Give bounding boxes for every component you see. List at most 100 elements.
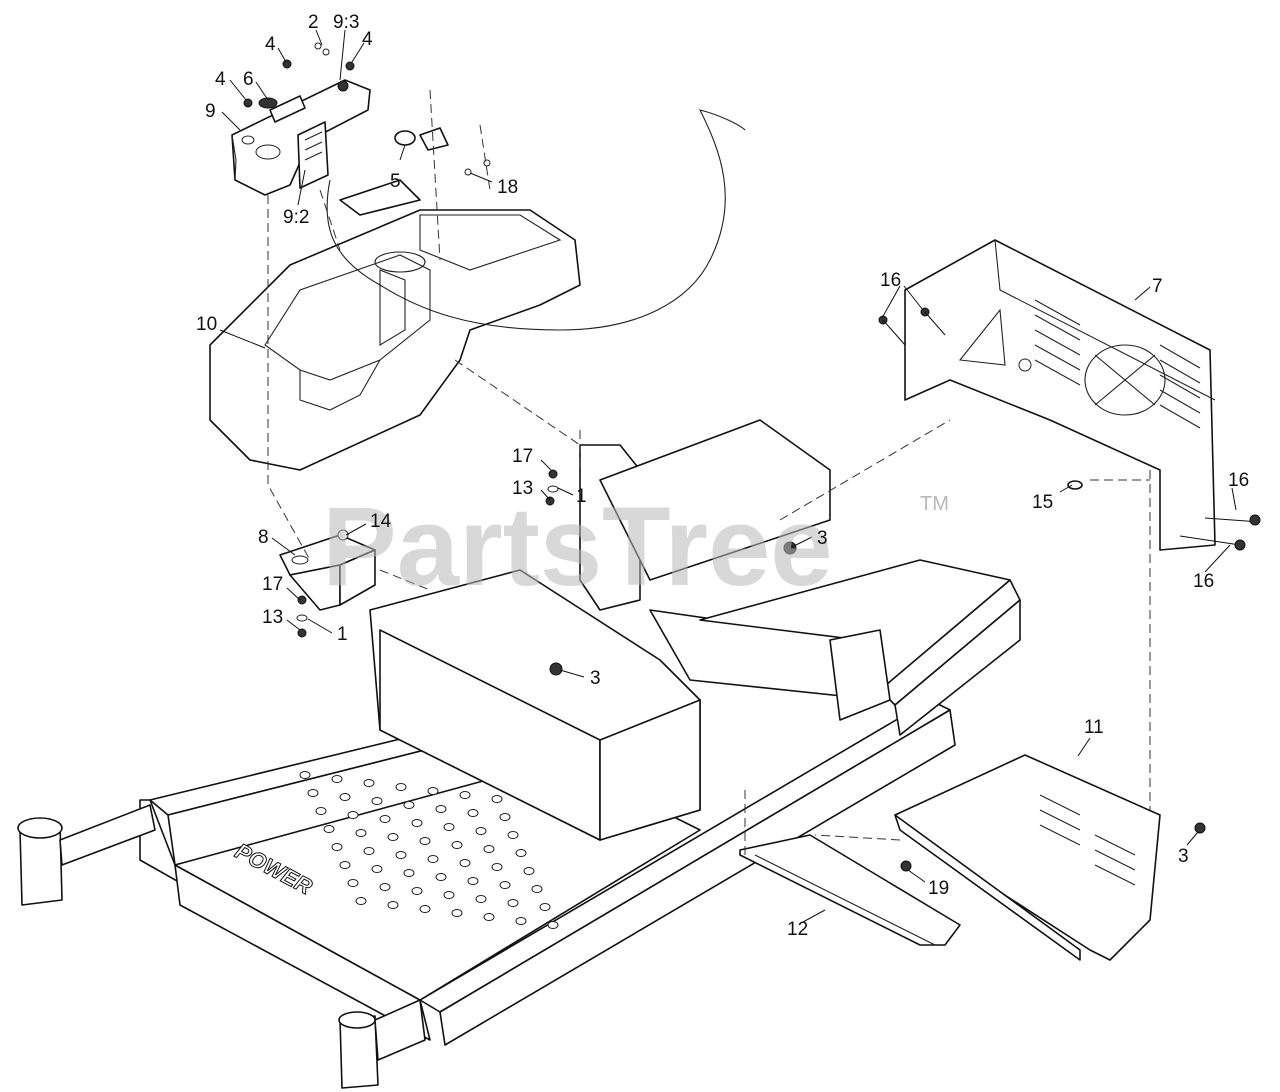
footplate-hole [331,843,343,851]
callout-17a: 17 [512,446,533,467]
callout-14: 14 [370,511,392,532]
footplate-hole [419,837,431,845]
footplate-hole [347,879,359,887]
footplate-hole [355,829,367,837]
step-bracket [894,754,1161,961]
footplate-hole [395,783,407,791]
callout-5: 5 [390,171,401,192]
footplate-hole [467,877,479,885]
rear-plate [904,239,1216,551]
callout-11: 11 [1084,717,1104,738]
footplate-hole [419,905,431,913]
footplate-hole [371,797,383,805]
footplate-hole [371,865,383,873]
callout-3c: 3 [1178,846,1189,867]
callout-9-2: 9:2 [283,207,309,228]
control-cable [326,109,746,331]
footplate-hole [499,813,511,821]
footplate-hole [427,787,439,795]
callout-1b: 1 [337,624,348,645]
footplate-hole [323,825,335,833]
footplate-hole [459,859,471,867]
callout-19: 19 [928,878,949,899]
watermark-trademark: TM [920,493,949,515]
footplate-hole [387,901,399,909]
bracket-left [279,529,376,611]
footplate-hole [347,811,359,819]
footplate-hole [515,849,527,857]
skid-plate [739,834,961,946]
callout-1a: 1 [576,486,587,507]
callout-6: 6 [243,69,254,90]
footplate-hole [483,913,495,921]
footplate-hole [355,897,367,905]
footplate-hole [435,805,447,813]
control-panel [231,79,421,216]
callout-15: 15 [1032,492,1053,513]
footplate-hole [307,789,319,797]
footplate-hole [515,917,527,925]
callout-16c: 16 [1193,571,1214,592]
callout-9-3: 9:3 [333,12,359,33]
footplate-hole [411,819,423,827]
footplate-hole [363,779,375,787]
callout-16a: 16 [880,270,901,291]
callout-10: 10 [196,314,217,335]
footplate-hole [443,823,455,831]
footplate-hole [379,815,391,823]
callout-9: 9 [205,101,216,122]
footplate-hole [387,833,399,841]
footplate-hole [403,801,415,809]
footplate-hole [339,793,351,801]
callout-4c: 4 [215,69,226,90]
footplate-hole [459,791,471,799]
footplate-holes [299,771,559,929]
panel-fasteners [243,42,355,109]
footplate-hole [507,831,519,839]
callout-12: 12 [787,919,808,940]
footplate-hole [411,887,423,895]
footplate-hole [339,861,351,869]
callout-2: 2 [308,12,319,33]
seat-pan [209,209,581,471]
misc-fasteners [296,307,1261,872]
footplate-hole [547,921,559,929]
footplate-hole [475,895,487,903]
chassis-frame [17,419,1021,1089]
footplate-hole [443,891,455,899]
callout-3a: 3 [817,528,828,549]
footplate-hole [499,881,511,889]
callout-3b: 3 [590,668,601,689]
footplate-hole [507,899,519,907]
footplate-hole [395,851,407,859]
watermark-text: PartsTree [322,484,833,609]
footplate-hole [451,909,463,917]
callout-17b: 17 [262,574,283,595]
footplate-hole [491,863,503,871]
footplate-hole [379,883,391,891]
footplate-hole [539,903,551,911]
callout-13b: 13 [262,607,283,628]
callout-16b: 16 [1228,470,1249,491]
watermark: PartsTree TM [322,484,949,609]
footplate-hole [427,855,439,863]
footplate-hole [403,869,415,877]
callout-labels: 4 2 9:3 4 4 6 9 5 18 9:2 10 16 7 17 13 1… [196,12,1249,940]
callout-18: 18 [497,177,518,198]
footplate-hole [331,775,343,783]
callout-4a: 4 [265,34,276,55]
footplate-hole [467,809,479,817]
footplate-hole [299,771,311,779]
callout-4b: 4 [362,29,373,50]
assembly-lines [267,89,1151,860]
key-switch [394,127,491,176]
footplate-hole [483,845,495,853]
footplate-hole [531,885,543,893]
callout-7: 7 [1152,276,1163,297]
footplate-hole [523,867,535,875]
callout-13a: 13 [512,478,533,499]
leader-lines [219,29,1237,923]
footplate-hole [491,795,503,803]
footplate-hole [475,827,487,835]
